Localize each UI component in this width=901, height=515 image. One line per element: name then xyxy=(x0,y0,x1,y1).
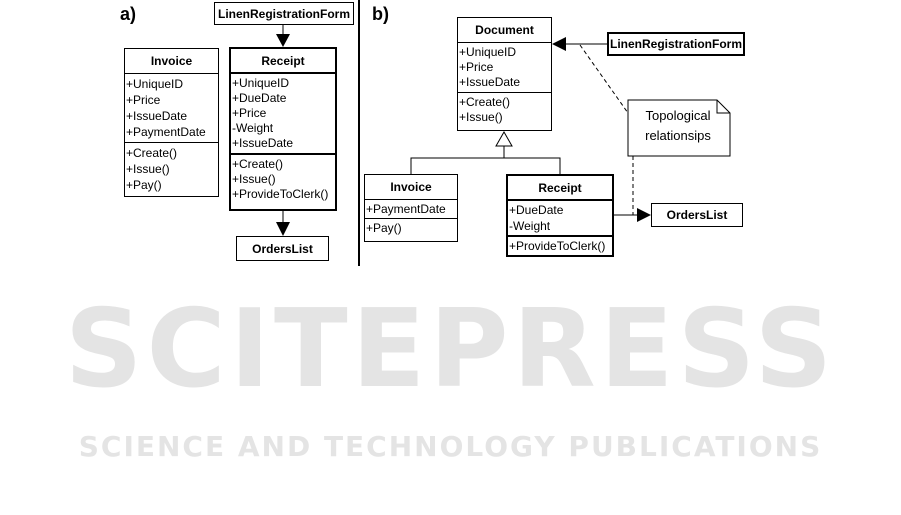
b-orders-list-class: OrdersList xyxy=(651,203,743,227)
class-title: Document xyxy=(458,18,551,43)
method: +ProvideToClerk() xyxy=(232,187,329,201)
method: +Pay() xyxy=(126,178,162,192)
note-shape xyxy=(627,99,731,157)
panel-b-label: b) xyxy=(372,4,389,24)
class-title: Receipt xyxy=(508,176,612,201)
methods: +Create() +Issue() xyxy=(458,93,551,127)
b-invoice-class: Invoice +PaymentDate +Pay() xyxy=(364,174,458,242)
class-title: LinenRegistrationForm xyxy=(609,37,742,51)
generalization-branches xyxy=(410,157,561,174)
method: +Create() xyxy=(126,146,178,160)
method: +ProvideToClerk() xyxy=(509,239,606,253)
methods: +Create() +Issue() +ProvideToClerk() xyxy=(231,155,335,204)
a-orders-list-class: OrdersList xyxy=(236,236,329,261)
class-title: Invoice xyxy=(125,49,218,74)
linen-to-receipt-arrowhead xyxy=(276,34,290,47)
attribute: +IssueDate xyxy=(459,75,521,89)
class-title: Receipt xyxy=(231,49,335,74)
attributes: +UniqueID +Price +IssueDate xyxy=(458,43,551,93)
attribute: -Weight xyxy=(232,121,274,135)
class-title: LinenRegistrationForm xyxy=(217,6,350,21)
receipt-to-orders-arrowhead xyxy=(276,222,290,236)
b-document-class: Document +UniqueID +Price +IssueDate +Cr… xyxy=(457,17,552,131)
method: +Create() xyxy=(459,95,511,109)
class-title: OrdersList xyxy=(666,208,728,222)
method: +Issue() xyxy=(126,162,170,176)
method: +Create() xyxy=(232,157,284,171)
methods: +Pay() xyxy=(365,219,457,237)
attribute: +UniqueID xyxy=(459,45,517,59)
note-line: Topological xyxy=(645,108,711,123)
attribute: +DueDate xyxy=(232,91,287,105)
a-linen-registration-form-class: LinenRegistrationForm xyxy=(214,2,354,25)
note-fold xyxy=(716,100,730,114)
attribute: -Weight xyxy=(509,219,551,233)
attributes: +UniqueID +Price +IssueDate +PaymentDate xyxy=(125,74,218,143)
attributes: +UniqueID +DueDate +Price -Weight +Issue… xyxy=(231,74,335,155)
attribute: +Price xyxy=(232,106,267,120)
attribute: +IssueDate xyxy=(126,109,188,123)
receipt-to-orders-arrowhead-b xyxy=(637,208,651,222)
b-receipt-class: Receipt +DueDate -Weight +ProvideToClerk… xyxy=(506,174,614,257)
attribute: +PaymentDate xyxy=(366,202,446,216)
methods: +ProvideToClerk() xyxy=(508,237,612,255)
a-receipt-class: Receipt +UniqueID +DueDate +Price -Weigh… xyxy=(229,47,337,211)
methods: +Create() +Issue() +Pay() xyxy=(125,143,218,195)
method: +Issue() xyxy=(232,172,276,186)
attributes: +DueDate -Weight xyxy=(508,201,612,237)
method: +Pay() xyxy=(366,221,402,235)
attribute: +UniqueID xyxy=(126,77,184,91)
class-title: OrdersList xyxy=(252,241,313,256)
attribute: +PaymentDate xyxy=(126,125,206,139)
attribute: +DueDate xyxy=(509,203,564,217)
generalization-triangle xyxy=(495,130,513,147)
method: +Issue() xyxy=(459,110,503,124)
attributes: +PaymentDate xyxy=(365,200,457,219)
attribute: +UniqueID xyxy=(232,76,290,90)
b-linen-registration-form-class: LinenRegistrationForm xyxy=(607,32,745,56)
watermark-subtitle: SCIENCE AND TECHNOLOGY PUBLICATIONS xyxy=(78,430,823,463)
attribute: +Price xyxy=(459,60,494,74)
topological-note: Topological relationsips xyxy=(628,106,728,146)
class-title: Invoice xyxy=(365,175,457,200)
attribute: +IssueDate xyxy=(232,136,294,150)
watermark-logo: SCITEPRESS xyxy=(64,287,837,412)
linen-to-document-arrowhead xyxy=(552,37,566,51)
panel-a-label: a) xyxy=(120,4,137,24)
attribute: +Price xyxy=(126,93,161,107)
a-invoice-class: Invoice +UniqueID +Price +IssueDate +Pay… xyxy=(124,48,219,197)
note-line: relationsips xyxy=(645,128,711,143)
